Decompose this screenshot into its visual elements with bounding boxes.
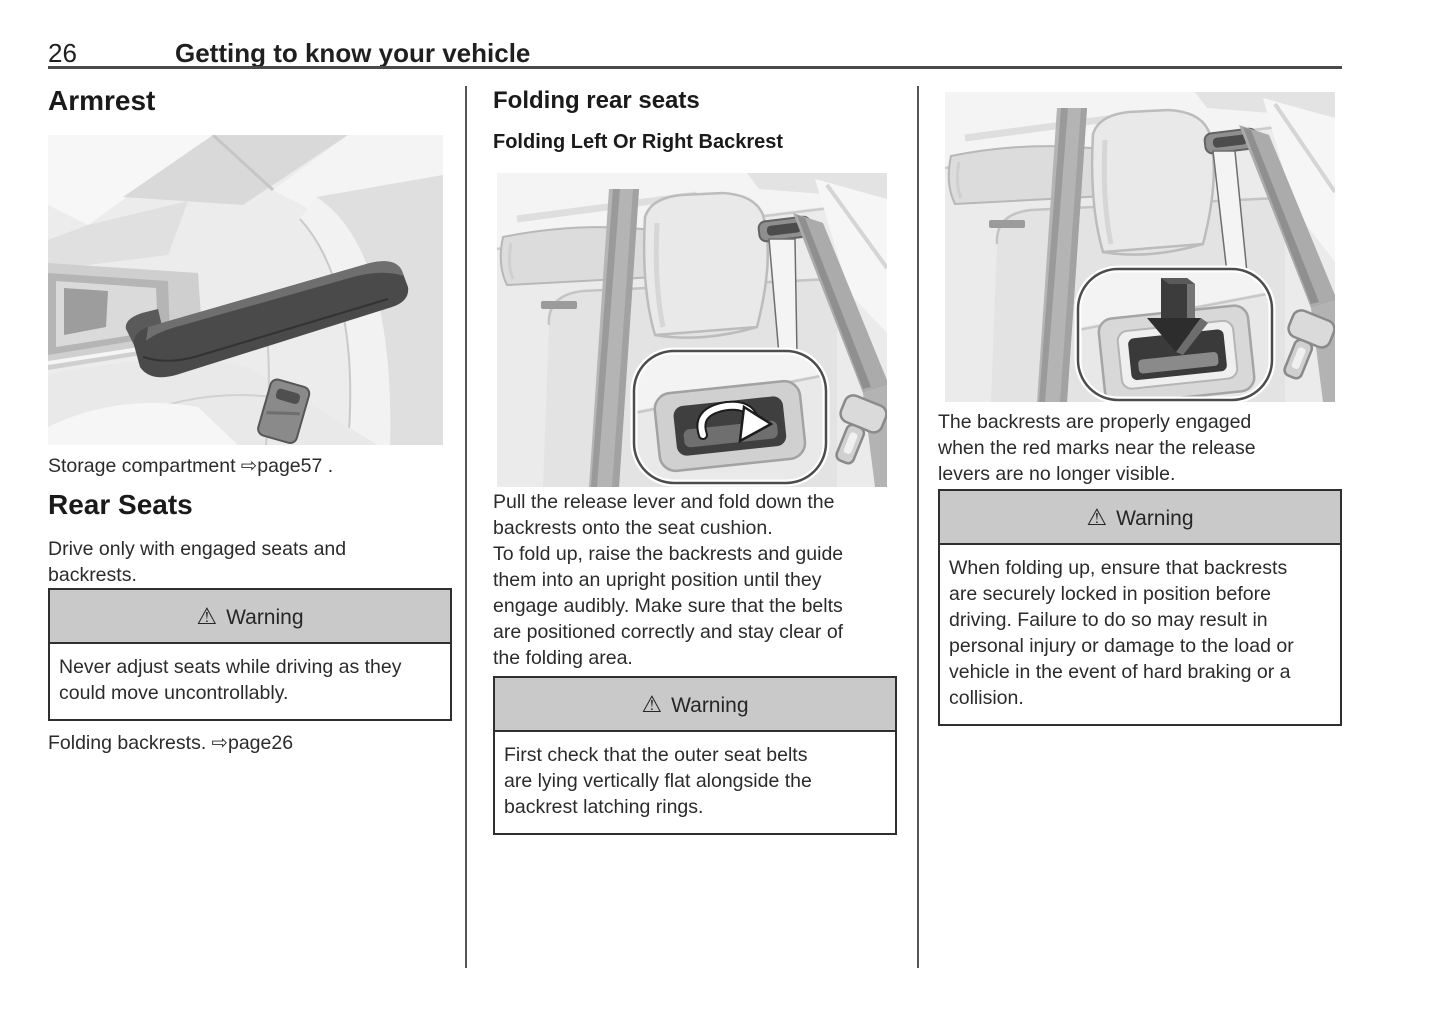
latch-engagement-illustration <box>945 92 1335 402</box>
page-number: 26 <box>48 38 77 68</box>
warning-box: ⚠ Warning First check that the outer seat… <box>493 676 897 835</box>
warning-body-text: First check that the outer seat belts ar… <box>504 744 812 818</box>
column-divider <box>465 86 467 968</box>
header-rule <box>48 66 1342 69</box>
warning-header: ⚠ Warning <box>50 590 450 644</box>
folding-rear-seats-heading: Folding rear seats <box>493 87 700 114</box>
warning-title: Warning <box>226 606 304 629</box>
storage-compartment-page-ref: Storage compartment ⇨page57 . <box>48 455 334 477</box>
folding-instructions-text: Pull the release lever and fold down the… <box>493 491 844 669</box>
column-divider <box>917 86 919 968</box>
folding-left-right-subheading: Folding Left Or Right Backrest <box>493 131 784 153</box>
warning-box: ⚠ Warning When folding up, ensure that ba… <box>938 489 1342 726</box>
page-title: Getting to know your vehicle <box>175 38 531 68</box>
armrest-heading: Armrest <box>48 85 156 116</box>
rear-seats-heading: Rear Seats <box>48 489 193 520</box>
warning-header: ⚠ Warning <box>495 678 895 732</box>
rear-seats-intro-text: Drive only with engaged seats and backre… <box>48 538 347 586</box>
warning-triangle-icon: ⚠ <box>196 603 218 629</box>
warning-title: Warning <box>671 694 749 717</box>
folding-backrests-page-ref: Folding backrests. ⇨page26 <box>48 732 294 754</box>
warning-box: ⚠ Warning Never adjust seats while drivin… <box>48 588 452 721</box>
release-lever-illustration <box>497 173 887 487</box>
warning-body-text: When folding up, ensure that backrests a… <box>949 557 1294 709</box>
armrest-illustration <box>48 135 443 445</box>
warning-header: ⚠ Warning <box>940 491 1340 545</box>
warning-triangle-icon: ⚠ <box>1086 504 1108 530</box>
warning-triangle-icon: ⚠ <box>641 691 663 717</box>
warning-title: Warning <box>1116 507 1194 530</box>
warning-body-text: Never adjust seats while driving as they… <box>59 656 402 704</box>
engagement-note-text: The backrests are properly engaged when … <box>938 411 1256 485</box>
